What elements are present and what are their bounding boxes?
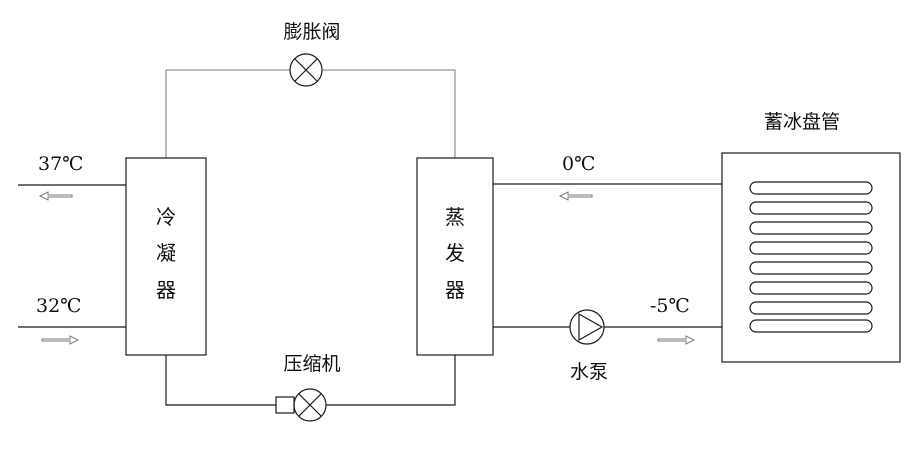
pipe-compressor-to-evaporator xyxy=(326,355,456,406)
pipe-valve-to-evaporator xyxy=(322,69,456,158)
evaporator-box xyxy=(416,157,494,356)
evaporator-label-2: 发 xyxy=(445,241,465,265)
evaporator-label-3: 器 xyxy=(445,278,465,302)
ice-coil-box xyxy=(721,152,901,363)
condenser-out-temperature: 37℃ xyxy=(38,153,83,175)
ice-coil-label: 蓄冰盘管 xyxy=(764,111,840,133)
water-pump-label: 水泵 xyxy=(570,361,608,383)
expansion-valve-icon xyxy=(289,53,323,87)
water-pump-icon xyxy=(569,309,605,345)
compressor-label: 压缩机 xyxy=(283,353,340,375)
ice-coil-tubes xyxy=(749,181,873,333)
expansion-valve-label: 膨胀阀 xyxy=(283,21,340,43)
condenser-label-3: 器 xyxy=(156,278,176,302)
evaporator-label-1: 蒸 xyxy=(445,205,465,229)
condenser-box xyxy=(125,157,207,356)
return-flow-arrow-icon xyxy=(657,335,696,345)
supply-flow-arrow-icon xyxy=(558,191,593,201)
pipe-condenser-to-valve xyxy=(165,69,290,158)
compressor-icon xyxy=(275,388,327,422)
evaporator-supply-temperature: 0℃ xyxy=(562,153,595,175)
outlet-flow-arrow-icon xyxy=(38,191,73,201)
pipe-condenser-to-compressor xyxy=(165,355,276,406)
refrigerant-loop xyxy=(165,69,456,406)
condenser-label-1: 冷 xyxy=(156,205,176,229)
condenser-label-2: 凝 xyxy=(156,241,176,265)
condenser-in-temperature: 32℃ xyxy=(36,295,81,317)
inlet-flow-arrow-icon xyxy=(41,335,80,345)
coil-return-temperature: -5℃ xyxy=(650,295,690,317)
